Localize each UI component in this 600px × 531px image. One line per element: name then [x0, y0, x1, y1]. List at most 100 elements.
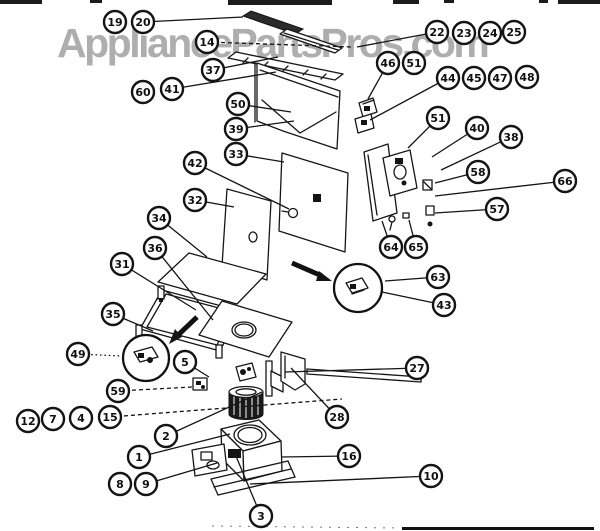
balloon-circle-42	[182, 150, 208, 176]
part-balloon-66: 66	[434, 168, 578, 197]
balloon-circle-40	[464, 115, 490, 141]
balloon-number-66: 66	[557, 175, 573, 188]
balloon-number-43: 43	[436, 299, 451, 312]
balloon-number-9: 9	[142, 478, 150, 491]
balloon-number-5: 5	[181, 356, 189, 369]
part-balloon-32: 32	[182, 187, 235, 213]
balloon-circle-64	[378, 234, 404, 260]
balloon-circle-37	[200, 57, 226, 83]
part-balloon-39: 39	[223, 116, 295, 142]
part-balloon-45: 45	[461, 65, 487, 91]
balloon-number-10: 10	[423, 470, 439, 483]
part-balloon-36: 36	[142, 235, 214, 321]
balloon-number-1: 1	[135, 451, 143, 464]
balloon-circle-47	[487, 65, 513, 91]
balloon-circle-63	[425, 264, 451, 290]
balloon-number-19: 19	[107, 16, 122, 29]
part-balloon-33: 33	[223, 141, 285, 167]
baseline	[402, 527, 594, 530]
leader-line-36	[154, 247, 214, 321]
leader-line-31	[121, 263, 197, 311]
part-balloon-37: 37	[200, 56, 279, 83]
balloon-circle-5	[172, 349, 198, 375]
leader-line-42	[194, 162, 290, 210]
balloon-circle-41	[159, 76, 185, 102]
part-balloon-14: 14	[194, 29, 353, 55]
part-balloon-34: 34	[146, 205, 208, 258]
balloon-circle-51	[425, 105, 451, 131]
balloon-number-40: 40	[469, 122, 485, 135]
side-panel	[278, 152, 349, 253]
balloon-circle-7	[40, 406, 66, 432]
balloon-number-58: 58	[470, 166, 485, 179]
balloon-number-48: 48	[519, 71, 534, 84]
balloon-number-25: 25	[506, 26, 521, 39]
fan-motor	[382, 149, 418, 197]
part-balloon-51: 51	[401, 50, 427, 76]
detail-arrow-2	[291, 260, 332, 281]
balloon-circle-23	[451, 20, 477, 46]
balloon-number-39: 39	[228, 123, 243, 136]
balloon-number-46: 46	[380, 57, 396, 70]
vent-grille	[227, 51, 344, 81]
part-balloon-47: 47	[487, 65, 513, 91]
balloon-circle-28	[324, 404, 350, 430]
balloon-number-50: 50	[230, 98, 246, 111]
balloon-number-22: 22	[429, 26, 444, 39]
part-balloon-64: 64	[378, 220, 404, 260]
balloon-circle-57	[484, 196, 510, 222]
balloon-circle-31	[109, 251, 135, 277]
balloon-circle-58	[465, 159, 491, 185]
part-balloon-23: 23	[451, 20, 477, 46]
mounting-bracket	[191, 443, 228, 477]
leader-line-41	[171, 71, 277, 90]
leader-line-15	[109, 398, 343, 418]
balloon-circle-16	[336, 443, 362, 469]
damper-flap	[265, 360, 284, 397]
top-edge-marks	[0, 0, 600, 5]
balloon-circle-49	[65, 341, 91, 367]
balloon-circle-8	[107, 471, 133, 497]
balloon-number-38: 38	[503, 131, 518, 144]
hood-canopy	[254, 61, 341, 150]
balloon-number-20: 20	[135, 16, 151, 29]
leader-line-22	[356, 31, 438, 48]
balloon-circle-1	[126, 444, 152, 470]
switch-boxes	[354, 97, 378, 134]
detail-circle-2	[332, 262, 384, 314]
part-balloon-7: 7	[40, 406, 66, 432]
balloon-circle-25	[501, 19, 527, 45]
balloon-circle-34	[146, 205, 172, 231]
balloon-circle-32	[182, 187, 208, 213]
balloon-circle-24	[477, 20, 503, 46]
part-balloon-46: 46	[367, 50, 401, 100]
leader-line-2	[165, 391, 263, 437]
trim-strip	[279, 28, 343, 54]
balloon-number-2: 2	[162, 430, 170, 443]
balloon-circle-45	[461, 65, 487, 91]
part-balloon-28: 28	[290, 367, 350, 430]
balloon-number-32: 32	[187, 194, 202, 207]
part-balloon-2: 2	[153, 391, 263, 449]
part-balloon-19: 19	[102, 9, 128, 35]
balloon-number-35: 35	[105, 308, 120, 321]
part-balloon-43: 43	[381, 291, 457, 318]
balloon-number-44: 44	[440, 72, 456, 85]
balloon-number-16: 16	[341, 450, 357, 463]
leader-line-27	[284, 367, 418, 373]
part-balloon-1: 1	[126, 433, 231, 470]
part-balloon-60: 60	[130, 79, 156, 105]
balloon-number-41: 41	[164, 83, 179, 96]
part-balloon-8: 8	[107, 471, 133, 497]
leader-line-9	[145, 462, 218, 485]
balloon-number-60: 60	[135, 86, 151, 99]
balloon-circle-59	[105, 378, 131, 404]
mounting-clips	[422, 179, 435, 216]
balloon-number-64: 64	[383, 241, 399, 254]
part-balloon-24: 24	[477, 20, 503, 46]
leader-line-49	[77, 353, 122, 357]
balloon-circle-46	[375, 50, 401, 76]
leader-line-1	[138, 433, 231, 458]
balloon-circle-51	[401, 50, 427, 76]
